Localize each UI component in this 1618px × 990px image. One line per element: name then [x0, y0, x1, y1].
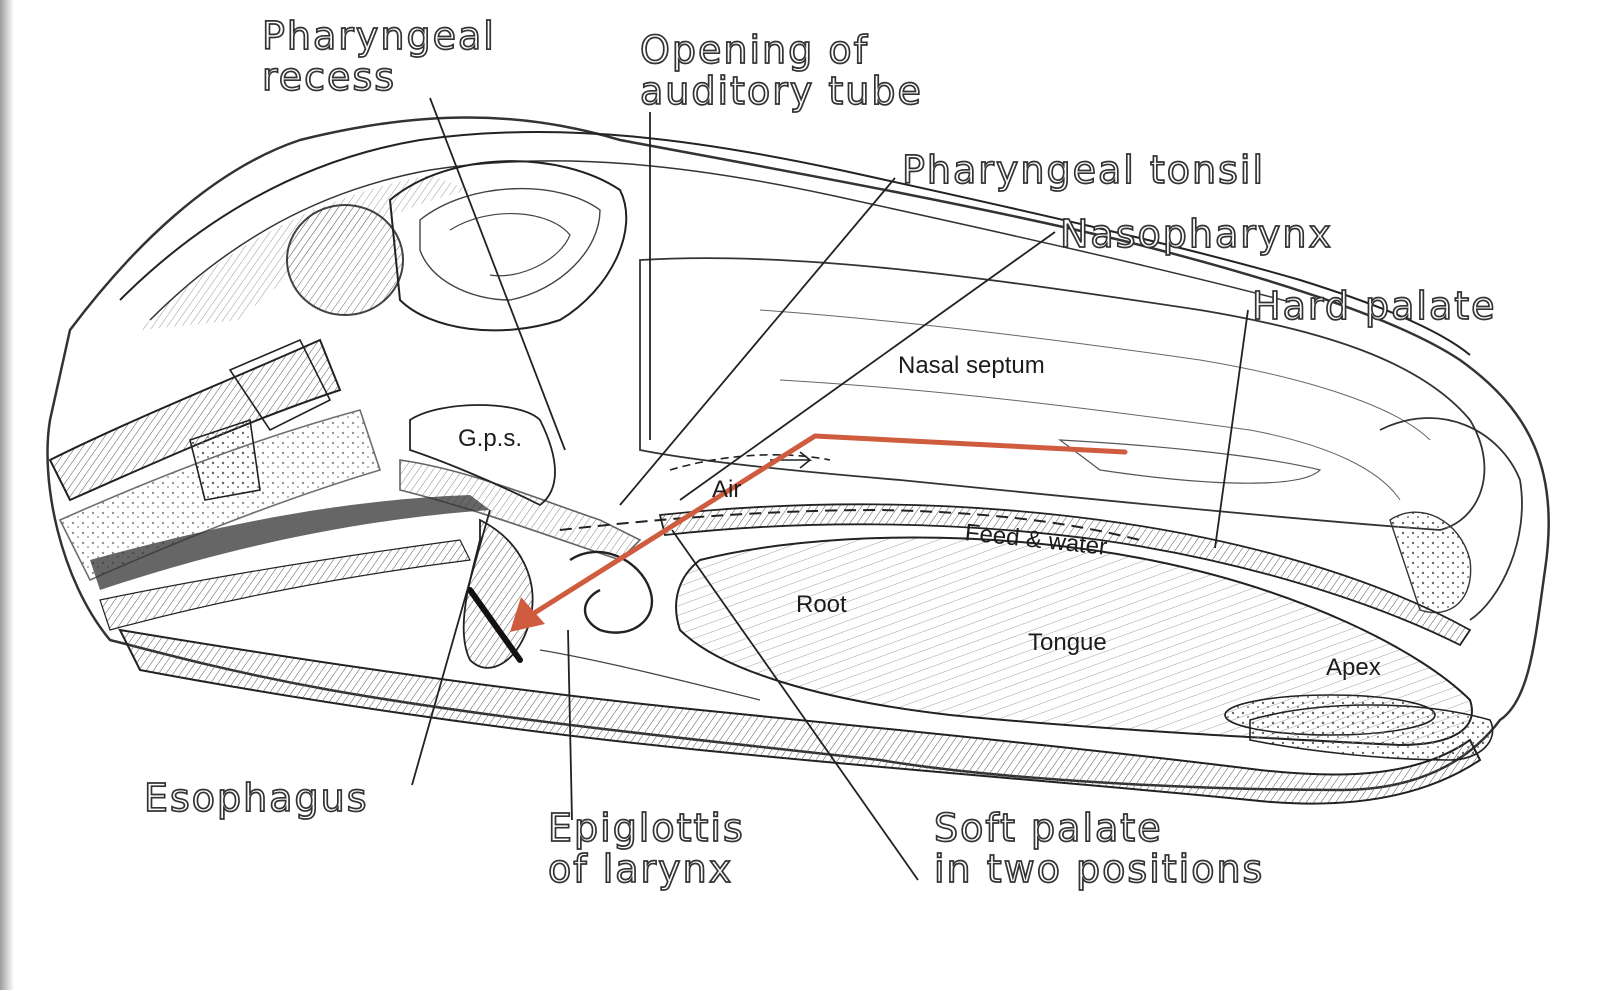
label-epiglottis-of-larynx: Epiglottis of larynx: [548, 808, 745, 890]
label-opening-of-auditory-tube: Opening of auditory tube: [640, 30, 923, 112]
label-soft-palate-in-two-positions: Soft palate in two positions: [934, 808, 1264, 890]
label-tongue: Tongue: [1028, 630, 1107, 656]
label-gps: G.p.s.: [458, 426, 522, 452]
label-nasopharynx: Nasopharynx: [1060, 214, 1333, 255]
label-apex: Apex: [1326, 655, 1381, 681]
label-hard-palate: Hard palate: [1252, 286, 1497, 327]
label-nasal-septum: Nasal septum: [898, 353, 1045, 379]
label-pharyngeal-recess: Pharyngeal recess: [262, 16, 496, 98]
label-esophagus: Esophagus: [144, 778, 369, 819]
cerebellum: [287, 205, 403, 315]
label-air: Air: [712, 477, 741, 503]
label-pharyngeal-tonsil: Pharyngeal tonsil: [902, 150, 1265, 191]
label-root: Root: [796, 592, 847, 618]
